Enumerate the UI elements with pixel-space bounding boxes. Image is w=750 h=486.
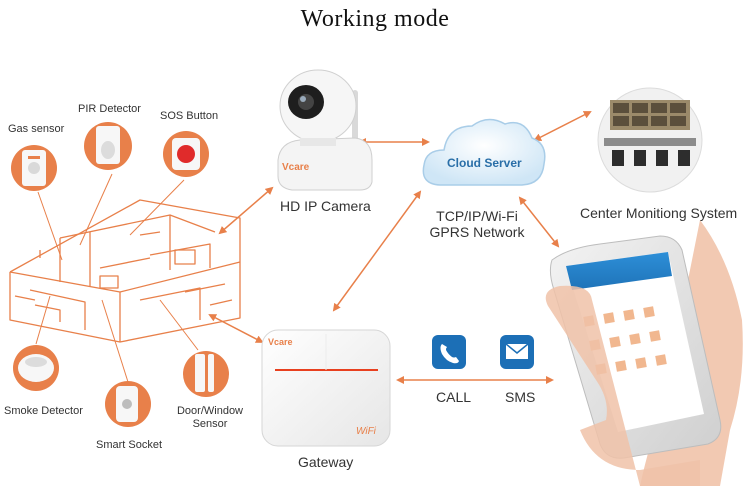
arrow-cloud-center <box>533 111 592 141</box>
arrow-cloud-gateway <box>332 190 422 312</box>
door-window-sensor-label: Door/Window Sensor <box>168 405 252 430</box>
network-label: TCP/IP/Wi-Fi GPRS Network <box>412 208 542 240</box>
call-icon <box>432 335 466 369</box>
gateway-icon <box>261 329 391 447</box>
center-monitoring-label: Center Monitiong System <box>580 205 738 221</box>
smart-socket-icon <box>105 381 151 427</box>
network-label-line2: GPRS Network <box>429 224 525 241</box>
sms-icon <box>500 335 534 369</box>
smartphone-icon <box>545 220 743 486</box>
gateway-wifi-mark: WiFi <box>356 426 376 437</box>
gas-sensor-icon <box>11 145 57 191</box>
arrow-cloud-phone <box>518 196 560 248</box>
gateway-brand: Vcare <box>268 337 293 347</box>
network-label-line1: TCP/IP/Wi-Fi <box>436 208 518 224</box>
hd-ip-camera-icon <box>277 69 373 191</box>
door-window-label-line1: Door/Window <box>176 405 244 417</box>
arrow-house-camera <box>218 186 274 235</box>
diagram-title: Working mode <box>300 6 450 32</box>
smoke-detector-icon <box>13 345 59 391</box>
sos-button-label: SOS Button <box>160 110 219 122</box>
smart-socket-label: Smart Socket <box>96 439 163 451</box>
connection-arrows <box>208 111 592 384</box>
gas-sensor-label: Gas sensor <box>8 123 65 135</box>
sos-button-icon <box>163 131 209 177</box>
cloud-server-label: Cloud Server <box>447 156 522 170</box>
door-window-label-line2: Sensor <box>192 417 228 430</box>
sms-label: SMS <box>505 389 536 405</box>
cloud-icon <box>422 118 546 186</box>
call-label: CALL <box>436 389 472 405</box>
center-monitoring-icon <box>597 87 703 193</box>
door-window-sensor-icon <box>183 351 229 397</box>
house-wireframe <box>9 199 241 343</box>
arrow-house-gateway <box>208 314 264 343</box>
callout-lines <box>35 173 199 383</box>
smoke-detector-label: Smoke Detector <box>4 405 83 417</box>
camera-brand: Vcare <box>282 162 310 173</box>
pir-detector-icon <box>84 122 132 170</box>
pir-detector-label: PIR Detector <box>78 103 141 115</box>
gateway-label: Gateway <box>298 454 354 470</box>
camera-label: HD IP Camera <box>280 198 371 214</box>
